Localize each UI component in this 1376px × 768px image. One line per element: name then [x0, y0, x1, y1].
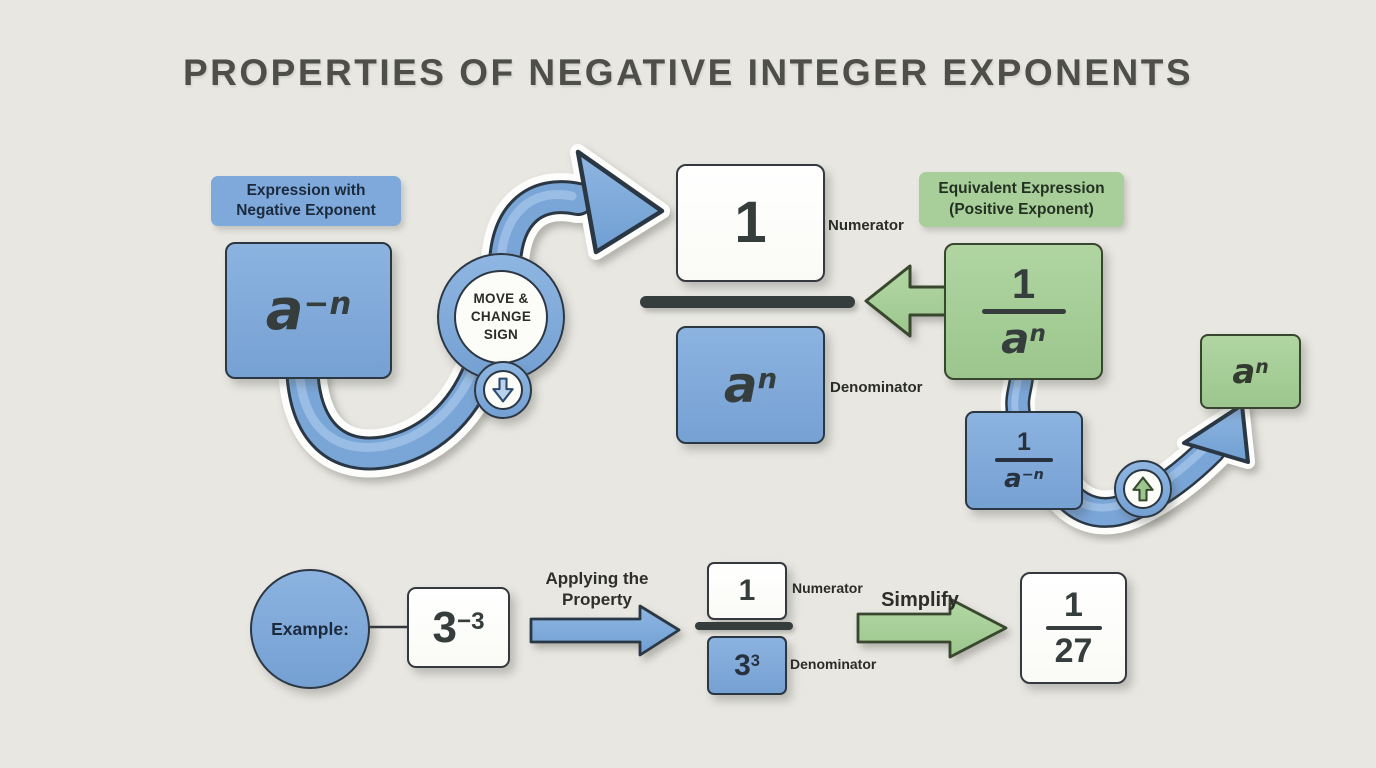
example-label: Example:	[271, 618, 349, 639]
numerator-box: 1	[676, 164, 825, 282]
raise-arrowhead	[1182, 403, 1250, 464]
applying-caption-line2: Property	[562, 590, 632, 610]
move-curved-arrow	[278, 144, 670, 478]
example-frac-den-base: 3	[734, 648, 751, 682]
example-result-numerator: 1	[1064, 586, 1083, 624]
down-arrow-icon	[492, 377, 514, 403]
applying-property-caption: Applying the Property	[517, 568, 677, 611]
negative-exponent-tag-line2: Negative Exponent	[236, 202, 376, 219]
example-frac-den-exp: 3	[750, 652, 760, 671]
green-frac-den-base: a	[1001, 314, 1030, 363]
example-fraction-bar	[695, 622, 793, 630]
applying-caption-line1: Applying the	[545, 569, 649, 588]
move-circle-inner: MOVE & CHANGE SIGN	[454, 270, 548, 364]
green-frac-bar	[981, 309, 1066, 314]
move-circle-line1: MOVE &	[473, 291, 529, 307]
expr-exponent: −n	[303, 285, 352, 322]
blue-frac-bar	[995, 457, 1053, 462]
numerator-value: 1	[734, 190, 767, 255]
equivalent-fraction-box: 1 an	[944, 243, 1103, 380]
example-numerator-label: Numerator	[792, 580, 863, 596]
up-bubble-inner	[1123, 469, 1163, 509]
example-expression-box: 3−3	[407, 587, 510, 668]
example-denominator-label: Denominator	[790, 656, 877, 672]
result-base: a	[1232, 351, 1256, 392]
numerator-label: Numerator	[828, 217, 904, 234]
den-exponent: n	[757, 363, 778, 396]
applying-arrow	[529, 604, 681, 657]
example-denominator-box: 33	[707, 636, 787, 695]
reciprocal-negative-box: 1 a−n	[965, 411, 1083, 510]
example-frac-numerator: 1	[738, 574, 756, 607]
example-expr-exponent: −3	[456, 608, 485, 636]
move-circle-line3: SIGN	[483, 326, 519, 342]
example-result-box: 1 27	[1020, 572, 1127, 684]
den-base: a	[723, 356, 758, 414]
page-title: PROPERTIES OF NEGATIVE INTEGER EXPONENTS	[182, 52, 1194, 93]
green-frac-den-exp: n	[1029, 321, 1046, 348]
positive-exponent-tag-line2: (Positive Exponent)	[949, 200, 1094, 218]
blue-frac-den-base: a	[1004, 463, 1022, 494]
denominator-box: an	[676, 326, 825, 444]
positive-exponent-tag: Equivalent Expression (Positive Exponent…	[919, 172, 1124, 227]
negative-exponent-tag-line1: Expression with	[246, 181, 366, 199]
example-numerator-box: 1	[707, 562, 787, 620]
result-exponent: n	[1255, 357, 1269, 379]
up-bubble-ring	[1114, 460, 1172, 518]
positive-result-box: an	[1200, 334, 1301, 409]
down-bubble-inner	[483, 370, 523, 410]
expr-base: a	[265, 278, 304, 343]
negative-exponent-tag: Expression with Negative Exponent	[211, 176, 401, 226]
move-arrowhead	[575, 149, 665, 255]
example-result-denominator: 27	[1054, 632, 1093, 670]
down-bubble-ring	[474, 361, 532, 419]
expression-a-negative-n-box: a−n	[225, 242, 392, 379]
example-circle: Example:	[250, 569, 370, 689]
positive-exponent-tag-line1: Equivalent Expression	[938, 180, 1105, 198]
blue-frac-den-exp: −n	[1021, 467, 1044, 484]
up-arrow-icon	[1132, 476, 1154, 502]
move-circle-line2: CHANGE	[470, 309, 532, 325]
up-arrow-bubble	[1114, 460, 1172, 518]
example-result-bar	[1045, 626, 1102, 630]
green-frac-numerator: 1	[1011, 260, 1036, 307]
example-expr-base: 3	[432, 602, 457, 652]
down-arrow-bubble	[474, 361, 532, 419]
blue-frac-numerator: 1	[1017, 427, 1031, 456]
simplify-caption: Simplify	[881, 589, 959, 611]
simplify-arrow	[856, 597, 1008, 659]
denominator-label: Denominator	[830, 379, 923, 396]
fraction-bar	[640, 296, 855, 308]
